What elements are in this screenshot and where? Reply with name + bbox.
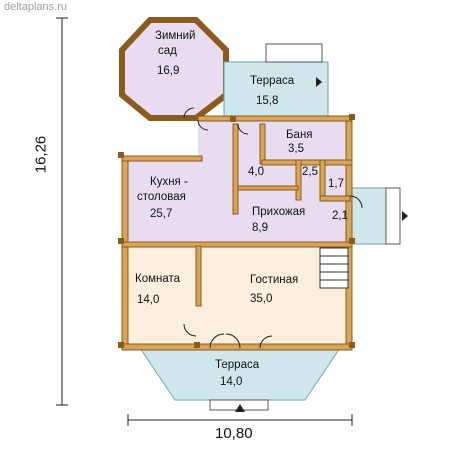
entrance-steps — [385, 187, 401, 245]
bedroom-room — [127, 246, 199, 336]
sauna-area: 3,5 — [288, 143, 304, 155]
height-dimension-line — [56, 17, 68, 406]
hall-label: Прихожая — [252, 206, 306, 218]
winter-garden-room — [119, 17, 229, 121]
door-swings — [183, 107, 363, 349]
bedroom-label: Комната — [135, 273, 181, 285]
living-area: 35,0 — [250, 293, 273, 305]
sauna-room — [262, 124, 326, 162]
terrace-top-steps — [265, 43, 323, 63]
width-dimension-line — [127, 414, 353, 426]
entry-arrows — [235, 77, 408, 412]
terrace-bottom-room — [139, 347, 341, 401]
staircase — [319, 247, 349, 289]
height-dimension-label: 16,26 — [32, 135, 50, 174]
vestibule-area: 2,1 — [332, 210, 348, 222]
hall-area: 8,9 — [252, 222, 268, 234]
winter-garden-label-1: Зимний — [155, 30, 196, 42]
width-dimension-label: 10,80 — [215, 425, 253, 442]
terrace-top-area: 15,8 — [256, 95, 279, 107]
terrace-bottom-label: Терраса — [215, 359, 260, 371]
room-17-area: 1,7 — [328, 178, 344, 190]
kitchen-area: 25,7 — [150, 208, 173, 220]
sauna-label: Баня — [286, 129, 313, 141]
winter-garden-area: 16,9 — [157, 65, 180, 77]
room-40-area: 4,0 — [248, 166, 264, 178]
site-watermark: deltaplans.ru — [4, 1, 67, 13]
winter-garden-label-2: сад — [158, 45, 177, 57]
bedroom-area: 14,0 — [137, 294, 160, 306]
terrace-bottom-area: 14,0 — [220, 376, 243, 388]
terrace-top-label: Терраса — [250, 75, 295, 87]
entrance-porch — [349, 187, 387, 245]
kitchen-label-2: столовая — [137, 191, 186, 203]
wc-area: 2,5 — [302, 166, 318, 178]
terrace-top-room — [223, 61, 329, 119]
kitchen-label-1: Кухня - — [150, 176, 188, 188]
wall-ends — [118, 114, 355, 348]
living-label: Гостиная — [250, 274, 299, 286]
